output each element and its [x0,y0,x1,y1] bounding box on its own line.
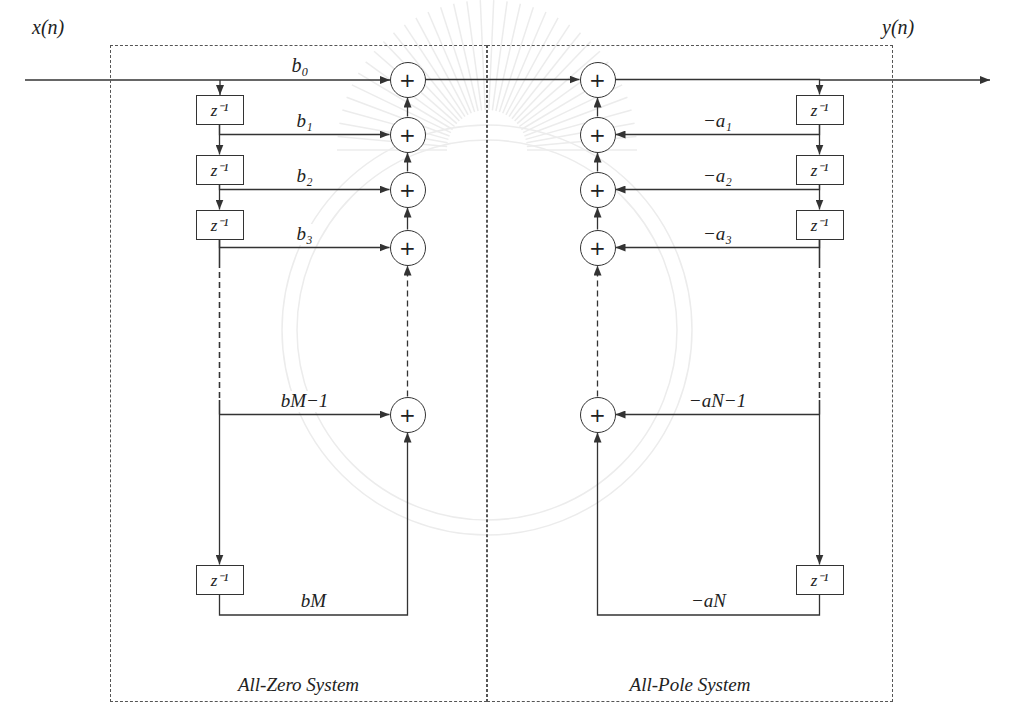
coefficient-label: bM [299,591,328,612]
node-text: + [589,70,606,90]
signal-connector [616,240,820,415]
node-text: + [399,238,416,258]
coefficient-label: bM−1 [279,391,331,412]
delay-box: z⁻¹ [796,210,844,240]
node-text: + [589,405,606,425]
signal-name: y(n) [880,16,916,38]
node-text: z⁻¹ [811,158,829,181]
node-text: z⁻¹ [211,98,229,121]
emblem-ray [527,149,637,151]
adder-circle: + [390,397,426,433]
emblem-ray [383,42,459,122]
adder-circle: + [390,117,426,153]
adder-circle: + [390,62,426,98]
signal-connector [597,153,598,172]
emblem-ray [480,0,485,110]
adder-circle: + [580,62,616,98]
emblem-ray [337,149,447,151]
node-text: z⁻¹ [811,213,829,236]
emblem-ray [489,0,494,110]
node-text: + [399,70,416,90]
coefficient-label: b₂ [294,166,314,187]
node-text: z⁻¹ [211,568,229,591]
node-text: z⁻¹ [211,213,229,236]
emblem-ray [467,1,482,110]
adder-circle: + [580,172,616,208]
output-wire [820,79,990,80]
signal-connector [598,433,820,616]
node-text: z⁻¹ [811,568,829,591]
node-text: + [399,405,416,425]
coefficient-label: b₃ [294,224,314,245]
signal-connector [597,98,598,117]
delay-box: z⁻¹ [796,95,844,125]
signal-connector [407,153,408,172]
adder-circle: + [580,117,616,153]
signal-name: x(n) [30,16,66,38]
coefficient-label: −a₃ [701,224,734,245]
delay-box: z⁻¹ [196,210,244,240]
node-text: + [589,238,606,258]
delay-box: z⁻¹ [796,155,844,185]
node-text: z⁻¹ [811,98,829,121]
signal-connector [426,79,580,80]
emblem-ray [374,51,457,123]
node-text: + [399,125,416,145]
signal-connector [220,433,408,616]
signal-connector [407,266,408,397]
delay-box: z⁻¹ [196,155,244,185]
coefficient-label: −a₁ [701,111,734,132]
coefficient-label: b₁ [294,111,314,132]
adder-circle: + [580,397,616,433]
signal-connector [407,208,408,230]
signal-connector [597,208,598,230]
emblem-ray [506,18,558,115]
coefficient-label: b₀ [290,54,311,76]
emblem-ray [428,12,471,113]
signal-connector [407,98,408,117]
node-text: + [589,125,606,145]
emblem-ray [509,25,570,117]
coefficient-label: −aN [689,591,728,612]
signal-connector [597,266,598,397]
delay-box: z⁻¹ [196,95,244,125]
node-text: All-Zero System [238,674,359,696]
input-wire [25,79,390,80]
coefficient-label: −aN−1 [687,391,748,412]
adder-circle: + [390,172,426,208]
node-text: + [399,180,416,200]
signal-connector [616,80,820,95]
adder-circle: + [390,230,426,266]
node-text: + [589,180,606,200]
adder-circle: + [580,230,616,266]
delay-box: z⁻¹ [196,565,244,595]
delay-box: z⁻¹ [796,565,844,595]
coefficient-label: −a₂ [701,166,734,187]
signal-connector [220,240,390,415]
node-text: z⁻¹ [211,158,229,181]
tap-wire [219,80,220,95]
node-text: All-Pole System [630,674,751,696]
emblem-ray [503,12,546,113]
